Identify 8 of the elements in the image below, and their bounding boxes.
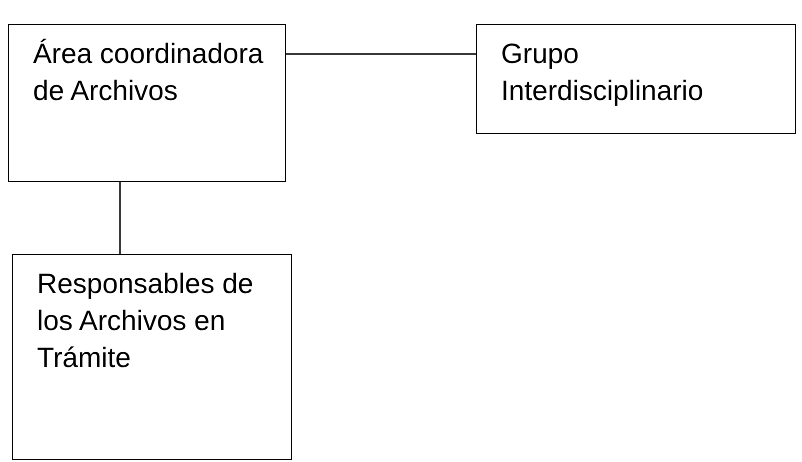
org-box: [476, 24, 796, 134]
box-label: Grupo Interdisciplinario: [501, 37, 704, 108]
org-box: [12, 254, 292, 460]
connector-line: [286, 53, 476, 55]
org-box: [8, 24, 286, 182]
box-label: Responsables de los Archivos en Trámite: [37, 267, 254, 375]
box-label: Área coordinadora de Archivos: [33, 37, 264, 108]
connector-line: [119, 182, 121, 254]
